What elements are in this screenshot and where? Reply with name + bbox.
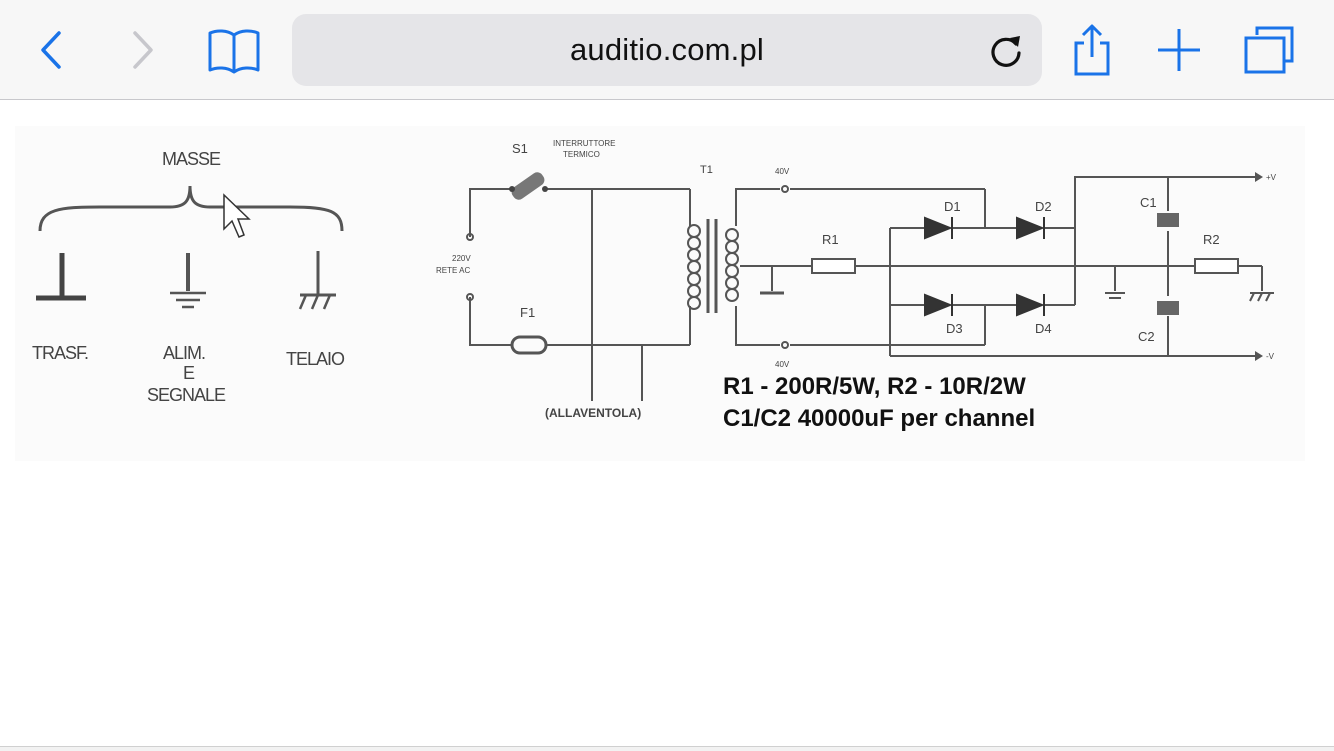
capacitor-c2 [1157, 301, 1179, 315]
tap-top-label: 40V [775, 167, 790, 176]
diode-d3 [924, 293, 953, 317]
fan-label: (ALLAVENTOLA) [545, 406, 641, 420]
s1-label: S1 [512, 141, 528, 156]
address-bar[interactable]: auditio.com.pl [292, 14, 1042, 86]
diode-d1 [924, 216, 953, 240]
back-button[interactable] [24, 22, 80, 78]
component-note-2: C1/C2 40000uF per channel [723, 405, 1036, 432]
transformer-t1 [687, 219, 739, 313]
diode-d2 [1016, 216, 1045, 240]
d2-label: D2 [1035, 199, 1052, 214]
minus-v-label: -V [1266, 352, 1275, 361]
c2-label: C2 [1138, 329, 1155, 344]
page-content: MASSE TRASF. ALIM. E SEGNALE TELAIO [0, 101, 1334, 747]
tap-bottom-label: 40V [775, 360, 790, 369]
reload-button[interactable] [984, 28, 1028, 72]
alim-label-2: E [183, 363, 195, 383]
bookmarks-button[interactable] [206, 22, 262, 78]
d4-label: D4 [1035, 321, 1052, 336]
book-icon [208, 29, 260, 74]
r1-label: R1 [822, 232, 839, 247]
d3-label: D3 [946, 321, 963, 336]
tabs-button[interactable] [1241, 22, 1297, 78]
switch-s1 [509, 172, 548, 200]
f1-label: F1 [520, 305, 535, 320]
r2-label: R2 [1203, 232, 1220, 247]
t1-label: T1 [700, 164, 713, 176]
bottom-edge [0, 746, 1334, 751]
rete-label-2: RETE AC [436, 266, 470, 275]
fuse-f1 [510, 335, 548, 355]
cursor-arrow-icon [223, 193, 251, 238]
share-button[interactable] [1064, 22, 1120, 78]
chevron-left-icon [41, 31, 61, 69]
diode-d4 [1016, 293, 1045, 317]
tabs-icon [1244, 26, 1294, 74]
circuit-wiring [469, 176, 1263, 401]
resistor-r2 [1194, 258, 1239, 274]
reload-icon [991, 36, 1021, 67]
share-icon [1074, 24, 1110, 76]
diodes [924, 216, 1045, 317]
interruttore-label-2: TERMICO [563, 150, 600, 159]
brace [38, 185, 344, 232]
rete-label-1: 220V [452, 254, 471, 263]
plus-icon [1158, 29, 1200, 71]
browser-toolbar: auditio.com.pl [0, 0, 1334, 100]
url-text[interactable]: auditio.com.pl [569, 32, 765, 67]
resistor-r1 [811, 258, 856, 274]
d1-label: D1 [944, 199, 961, 214]
chevron-right-icon [133, 31, 153, 69]
component-note-1: R1 - 200R/5W, R2 - 10R/2W [723, 373, 1026, 400]
trasf-label: TRASF. [32, 343, 88, 363]
minus-v-arrow [1255, 351, 1263, 361]
new-tab-button[interactable] [1151, 22, 1207, 78]
plus-v-arrow [1255, 172, 1263, 182]
masse-label: MASSE [162, 149, 221, 169]
telaio-label: TELAIO [286, 349, 345, 369]
forward-button[interactable] [114, 22, 170, 78]
alim-label-3: SEGNALE [147, 385, 226, 405]
alim-label-1: ALIM. [163, 343, 205, 363]
schematic-image: MASSE TRASF. ALIM. E SEGNALE TELAIO [15, 126, 1305, 461]
schematic-background [15, 126, 1305, 461]
interruttore-label-1: INTERRUTTORE [553, 139, 616, 148]
c1-label: C1 [1140, 195, 1157, 210]
plus-v-label: +V [1266, 173, 1277, 182]
capacitor-c1 [1157, 213, 1179, 227]
